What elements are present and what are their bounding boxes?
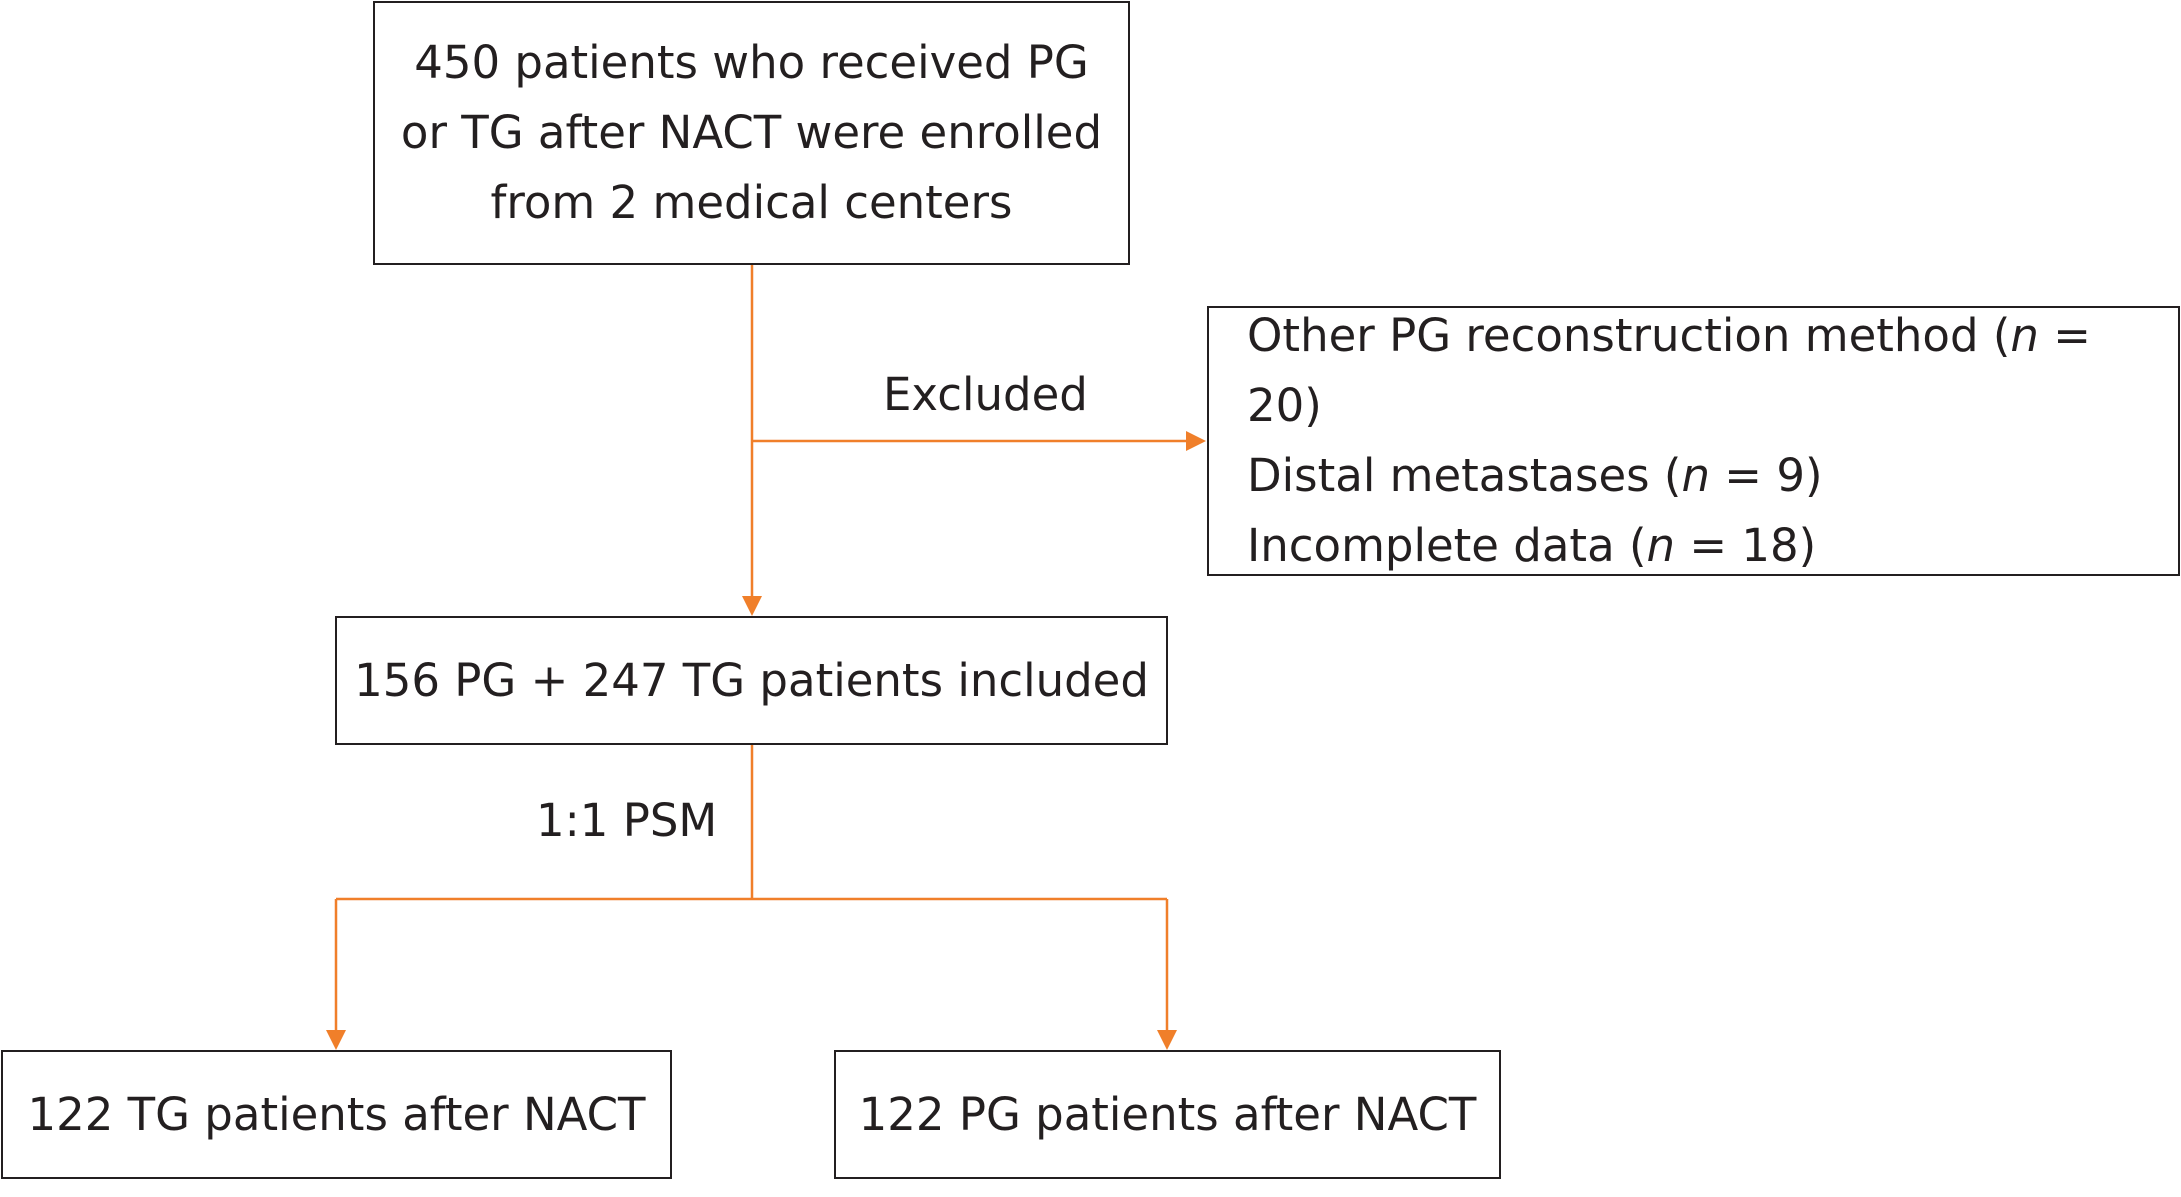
- n-symbol: n: [1646, 519, 1676, 572]
- excluded-item-count: = 9): [1710, 449, 1823, 502]
- arrowhead-excluded: [1186, 431, 1206, 451]
- arrowhead-left-result: [326, 1030, 346, 1050]
- excluded-item-incomplete: Incomplete data (n = 18): [1247, 511, 2178, 581]
- excluded-label: Excluded: [883, 368, 1088, 421]
- excluded-item-count: = 20): [1247, 309, 2091, 432]
- included-text: 156 PG + 247 TG patients included: [354, 653, 1149, 707]
- enrolled-box: 450 patients who received PG or TG after…: [373, 1, 1130, 265]
- excluded-item-count: = 18): [1675, 519, 1817, 572]
- n-symbol: n: [2010, 309, 2039, 362]
- tg-result-box: 122 TG patients after NACT: [1, 1050, 672, 1179]
- arrowhead-right-result: [1157, 1030, 1177, 1050]
- included-box: 156 PG + 247 TG patients included: [335, 616, 1168, 745]
- excluded-item-text: Incomplete data (: [1247, 519, 1647, 572]
- enrolled-line-3: from 2 medical centers: [490, 176, 1013, 229]
- excluded-item-text: Other PG reconstruction method (: [1247, 309, 2011, 362]
- enrolled-line-2: or TG after NACT were enrolled: [400, 106, 1103, 159]
- arrowhead-included: [742, 596, 762, 616]
- pg-result-text: 122 PG patients after NACT: [858, 1087, 1477, 1141]
- pg-result-box: 122 PG patients after NACT: [834, 1050, 1501, 1179]
- excluded-item-metastases: Distal metastases (n = 9): [1247, 441, 2178, 511]
- tg-result-text: 122 TG patients after NACT: [27, 1087, 646, 1141]
- excluded-item-reconstruction: Other PG reconstruction method (n = 20): [1247, 301, 2178, 441]
- psm-label: 1:1 PSM: [536, 794, 718, 847]
- excluded-item-text: Distal metastases (: [1247, 449, 1682, 502]
- enrolled-line-1: 450 patients who received PG: [414, 36, 1089, 89]
- n-symbol: n: [1681, 449, 1710, 502]
- excluded-box: Other PG reconstruction method (n = 20) …: [1207, 306, 2180, 576]
